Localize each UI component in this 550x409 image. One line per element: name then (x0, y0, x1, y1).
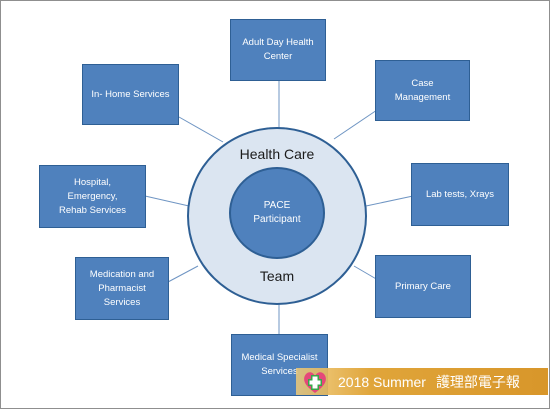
service-label-medication: Medication and Pharmacist Services (89, 268, 155, 308)
cross-heart-logo-icon (304, 371, 326, 393)
service-label-in-home: In- Home Services (91, 88, 170, 100)
newsletter-footer-banner: 2018 Summer 護理部電子報 (296, 368, 548, 395)
service-box-adult-day: Adult Day Health Center (230, 19, 326, 81)
service-box-primary-care: Primary Care (375, 255, 471, 318)
ring-label-top: Health Care (239, 146, 315, 162)
inner-label-line1: PACE (263, 200, 291, 211)
service-label-case-management: Case Management (394, 77, 451, 103)
connector-lab-tests (365, 195, 414, 207)
connector-medication (167, 265, 199, 283)
connector-primary-care (353, 265, 379, 281)
service-box-in-home: In- Home Services (82, 64, 179, 125)
service-label-adult-day: Adult Day Health Center (242, 37, 314, 62)
service-label-hospital: Hospital, Emergency, Rehab Services (58, 176, 127, 216)
ring-label-bottom: Team (259, 268, 295, 284)
connector-hospital (144, 195, 190, 207)
footer-chinese-title: 護理部電子報 (435, 373, 520, 390)
pace-participant-circle: PACE Participant (229, 167, 325, 259)
service-box-hospital: Hospital, Emergency, Rehab Services (39, 165, 146, 228)
connector-in-home (178, 116, 224, 143)
service-box-medication: Medication and Pharmacist Services (75, 257, 169, 320)
service-label-lab-tests: Lab tests, Xrays (425, 188, 495, 200)
footer-year-text: 2018 Summer (338, 373, 426, 390)
service-label-specialist: Medical Specialist Services (241, 352, 318, 377)
service-box-lab-tests: Lab tests, Xrays (411, 163, 509, 226)
service-label-primary-care: Primary Care (395, 280, 451, 292)
connector-case-management (333, 109, 378, 140)
service-box-case-management: Case Management (375, 60, 470, 121)
inner-label-line2: Participant (253, 214, 301, 225)
